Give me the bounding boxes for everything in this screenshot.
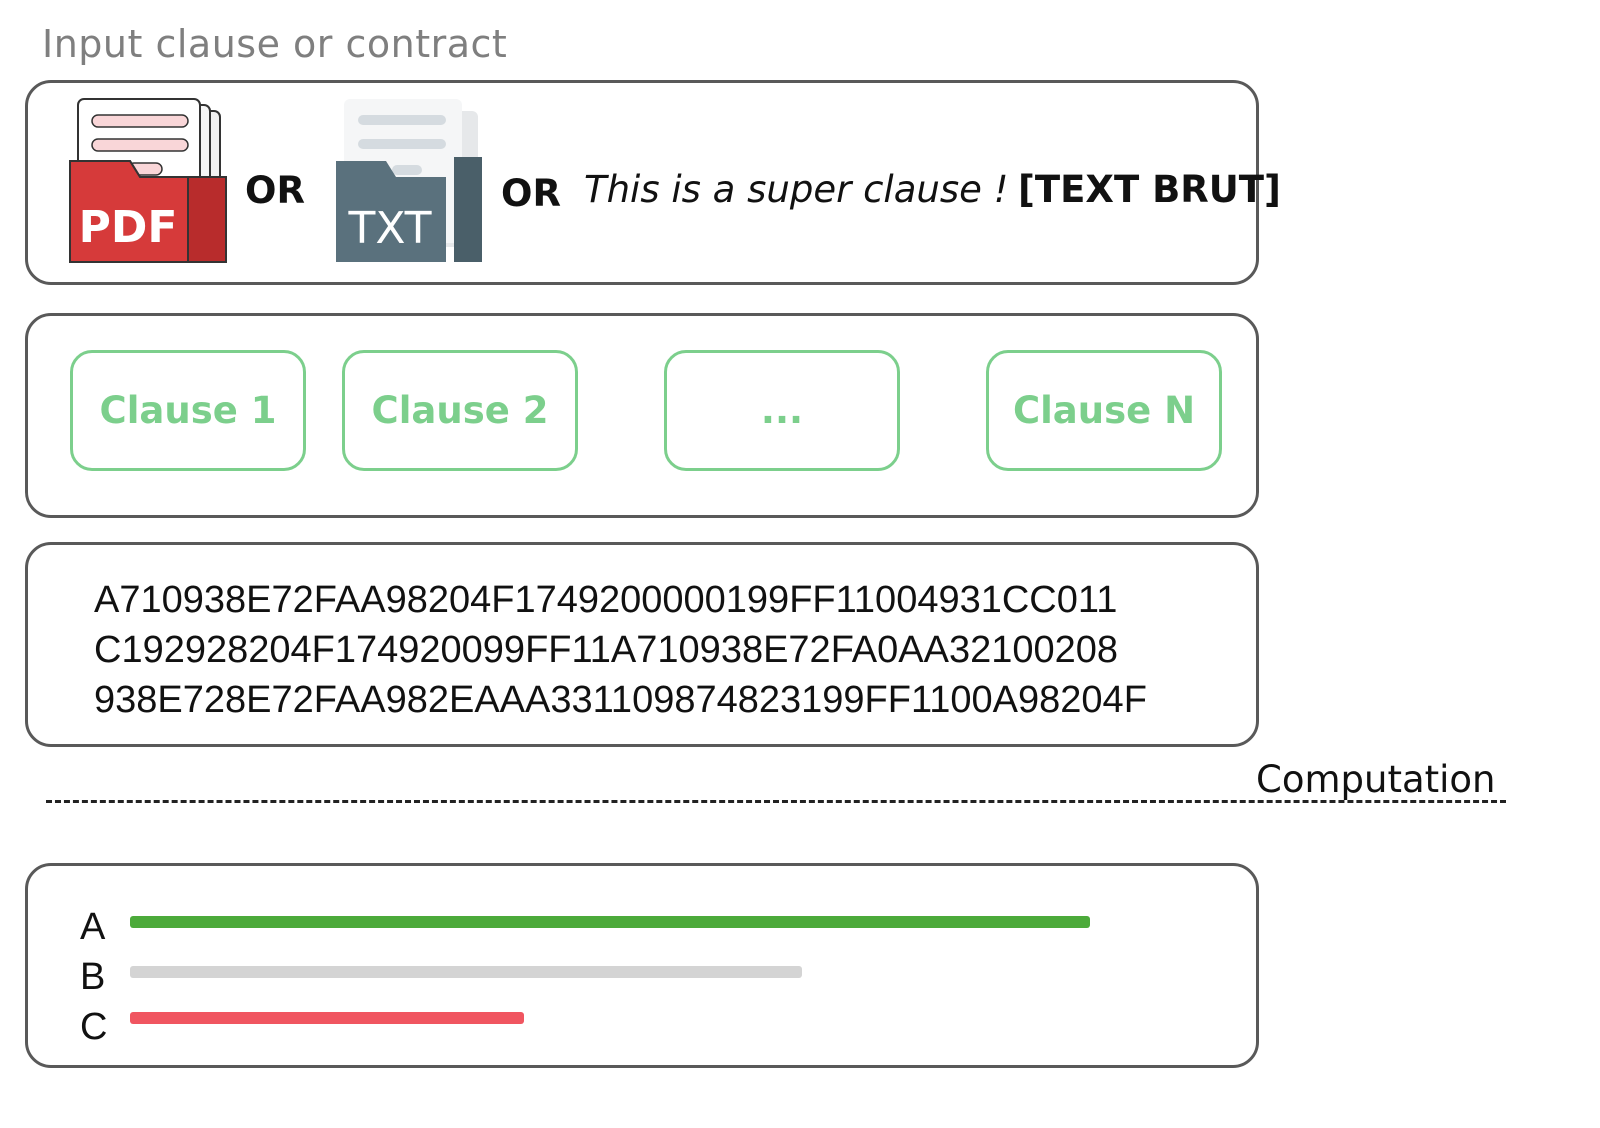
result-label: B [80, 956, 106, 998]
result-bar [130, 1012, 524, 1024]
computation-label: Computation [1256, 758, 1496, 801]
result-bar-track [130, 966, 1090, 978]
hash-panel: A710938E72FAA98204F1749200000199FF110049… [25, 542, 1259, 747]
section-title: Input clause or contract [42, 22, 508, 66]
or-label: OR [245, 169, 305, 212]
hash-line: 938E728E72FAA982EAAA331109874823199FF110… [94, 679, 1147, 721]
result-bar-track [130, 916, 1090, 928]
result-label: C [80, 1006, 108, 1048]
result-panel: A B C [25, 863, 1259, 1068]
result-bar [130, 916, 1090, 928]
clause-box: Clause 2 [342, 350, 578, 471]
txt-file-icon: TXT [336, 99, 482, 262]
result-label: A [80, 906, 106, 948]
raw-text-example: This is a super clause ! [584, 168, 1009, 211]
clause-box: Clause 1 [70, 350, 306, 471]
clause-split-panel: Clause 1 Clause 2 ... Clause N [25, 313, 1259, 518]
result-bar [130, 966, 802, 978]
computation-separator [46, 800, 1506, 803]
hash-line: C192928204F174920099FF11A710938E72FA0AA3… [94, 629, 1119, 671]
clause-box-ellipsis: ... [664, 350, 900, 471]
or-label: OR [501, 172, 561, 215]
pdf-label: PDF [79, 202, 178, 253]
raw-text-tag: [TEXT BRUT] [1018, 168, 1281, 211]
hash-line: A710938E72FAA98204F1749200000199FF110049… [94, 579, 1118, 621]
result-bar-track [130, 1012, 1090, 1024]
input-panel: PDF OR TXT OR This is a super clause ! [… [25, 80, 1281, 285]
pdf-file-icon: PDF [69, 98, 227, 263]
clause-box: Clause N [986, 350, 1222, 471]
txt-label: TXT [347, 203, 431, 254]
